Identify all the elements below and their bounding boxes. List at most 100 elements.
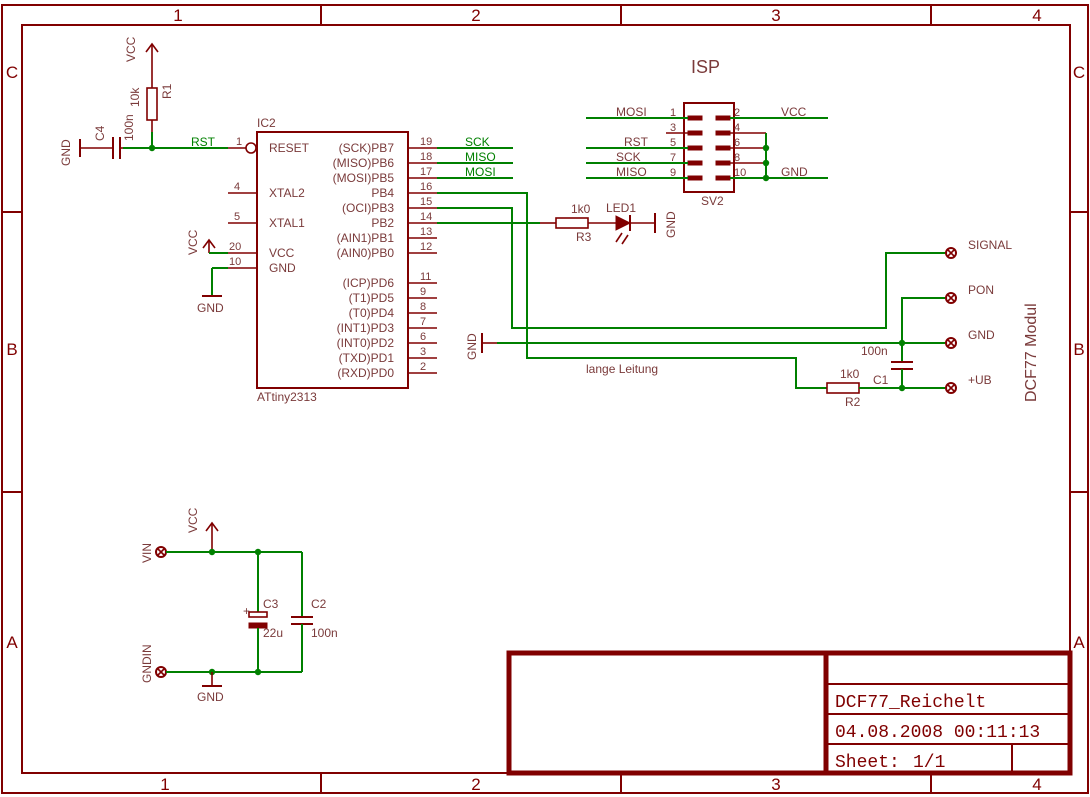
ic2-pin-num-16: 16 [420, 181, 432, 193]
vin-terminal [155, 546, 167, 558]
ic2-isp-nets: SCK MISO MOSI [437, 135, 513, 179]
c2-value: 100n [311, 626, 338, 640]
ic2-pin-num-14: 14 [420, 211, 432, 223]
c1-value: 100n [861, 344, 888, 358]
c4-ref: C4 [93, 125, 107, 141]
c4-value: 100n [122, 114, 136, 141]
gnd-label-led: GND [664, 211, 678, 238]
ic2-pin-name-pb3: (OCI)PB3 [342, 201, 394, 215]
row-label-right-a: A [1073, 633, 1085, 652]
title-block-sheet-value: 1/1 [913, 753, 945, 773]
ic2-pin-num-4: 4 [234, 181, 240, 193]
ic2-pin-name-pd4: (T0)PD4 [349, 306, 395, 320]
gnd-label-c4: GND [59, 139, 73, 166]
sv2-pads [687, 115, 731, 181]
col-label-top-1: 1 [173, 6, 182, 25]
ic2-pin-num-13: 13 [420, 226, 432, 238]
dcf77-label-gnd: GND [968, 328, 995, 342]
vin-label: VIN [140, 543, 154, 563]
sv2-pin-num-6: 6 [734, 137, 740, 149]
ic2-pin-name-pb0: (AIN0)PB0 [337, 246, 395, 260]
col-label-bottom-4: 4 [1032, 775, 1041, 794]
sv2-pin-num-9: 9 [670, 167, 676, 179]
ic2-pin-name-pb4: PB4 [371, 186, 394, 200]
c1-ref: C1 [873, 373, 889, 387]
sv2-pin-num-3: 3 [670, 122, 676, 134]
ic2-pin-name-xtal1: XTAL1 [269, 216, 305, 230]
frame-labels: 1 2 3 4 1 2 3 4 C B A C B A [6, 6, 1085, 794]
sv2-pin-num-2: 2 [734, 107, 740, 119]
dcf77-gnd-pon-nets: GND 100n C1 [465, 297, 945, 388]
ic2-pin-num-19: 19 [420, 136, 432, 148]
led1-diode [615, 215, 632, 231]
isp-connector-sv2: ISP SV2 1 3 [586, 57, 828, 208]
row-label-left-b: B [6, 340, 17, 359]
reset-inversion-bubble [245, 142, 257, 154]
ic2-pin-name-pd5: (T1)PD5 [349, 291, 395, 305]
miso-net-label: MISO [465, 150, 496, 164]
sv2-net-vcc: VCC [781, 105, 807, 119]
ic2-pin-name-pb5: (MOSI)PB5 [333, 171, 395, 185]
sv2-net-mosi: MOSI [616, 105, 647, 119]
ic2-pin-num-20: 20 [229, 241, 241, 253]
dcf77-pin-gnd [945, 337, 957, 349]
r3-value: 1k0 [571, 202, 591, 216]
title-block-title: DCF77_Reichelt [835, 693, 986, 713]
ic2-pin-num-5: 5 [234, 211, 240, 223]
gnd-label-ic2: GND [197, 301, 224, 315]
pb3-signal-line [437, 207, 945, 329]
row-label-left-a: A [6, 633, 18, 652]
r2-ref: R2 [845, 395, 861, 409]
vcc-label-power: VCC [186, 507, 200, 533]
sv2-pin-num-10: 10 [734, 167, 746, 179]
ic2-attiny2313: IC2 ATtiny2313 1 4 5 20 10 RESET XTAL2 X… [228, 116, 437, 404]
ic2-pin-num-15: 15 [420, 196, 432, 208]
ic2-pin-name-pd0: (RXD)PD0 [337, 366, 394, 380]
sv2-pin-num-4: 4 [734, 122, 740, 134]
reset-circuit: VCC R1 10k RST GND C4 100n [59, 36, 228, 166]
ic2-pin-name-pd3: (INT1)PD3 [337, 321, 395, 335]
led-circuit: 1k0 R3 LED1 GND [437, 201, 678, 245]
gndin-terminal [155, 666, 167, 678]
vcc-label-r1: VCC [124, 36, 138, 62]
c3-value: 22u [263, 626, 283, 640]
led1-ref: LED1 [606, 201, 636, 215]
sv2-pin-num-1: 1 [670, 107, 676, 119]
power-input-section: VIN GNDIN VCC GND + C3 22u [140, 507, 338, 704]
dcf77-pin-signal [945, 247, 957, 259]
col-label-bottom-2: 2 [471, 775, 480, 794]
ic2-pin-num-10: 10 [229, 256, 241, 268]
row-label-left-c: C [6, 63, 18, 82]
dcf77-pin-ub [945, 382, 957, 394]
sv2-net-sck: SCK [616, 150, 641, 164]
ic2-value: ATtiny2313 [257, 390, 317, 404]
ic2-pin-name-gnd: GND [269, 261, 296, 275]
ic2-ref: IC2 [257, 116, 276, 130]
ic2-pin-num-1: 1 [236, 136, 242, 148]
ic2-right-pin-lines [408, 147, 437, 374]
sv2-ref: SV2 [701, 194, 724, 208]
ic2-pin-name-reset: RESET [269, 141, 310, 155]
title-block-sheet-label: Sheet: [835, 753, 900, 773]
dcf77-connector: SIGNAL PON GND +UB DCF77 Modul [945, 238, 1040, 402]
sck-net-label: SCK [465, 135, 490, 149]
ic2-pin-num-6: 6 [420, 331, 426, 343]
sv2-net-miso: MISO [616, 165, 647, 179]
col-label-bottom-3: 3 [771, 775, 780, 794]
led1-light-arrow [615, 232, 623, 243]
ic2-pin-num-3: 3 [420, 346, 426, 358]
ic2-supply: VCC GND [186, 229, 228, 315]
col-label-top-2: 2 [471, 6, 480, 25]
r1-value: 10k [128, 87, 142, 107]
r3-resistor [555, 217, 589, 229]
vcc-label-ic2: VCC [186, 229, 200, 255]
ic2-pin-name-vcc: VCC [269, 246, 295, 260]
dcf77-title: DCF77 Modul [1023, 303, 1040, 402]
ic2-pin-name-pd1: (TXD)PD1 [339, 351, 395, 365]
ic2-pin-name-pb2: PB2 [371, 216, 394, 230]
pb4-long-line: lange Leitung 1k0 R2 [437, 192, 945, 409]
ic2-right-pin-numbers: 19 18 17 16 15 14 13 12 11 9 8 7 6 3 2 [420, 136, 432, 373]
ic2-pin-num-18: 18 [420, 151, 432, 163]
ic2-pin-name-pb1: (AIN1)PB1 [337, 231, 395, 245]
